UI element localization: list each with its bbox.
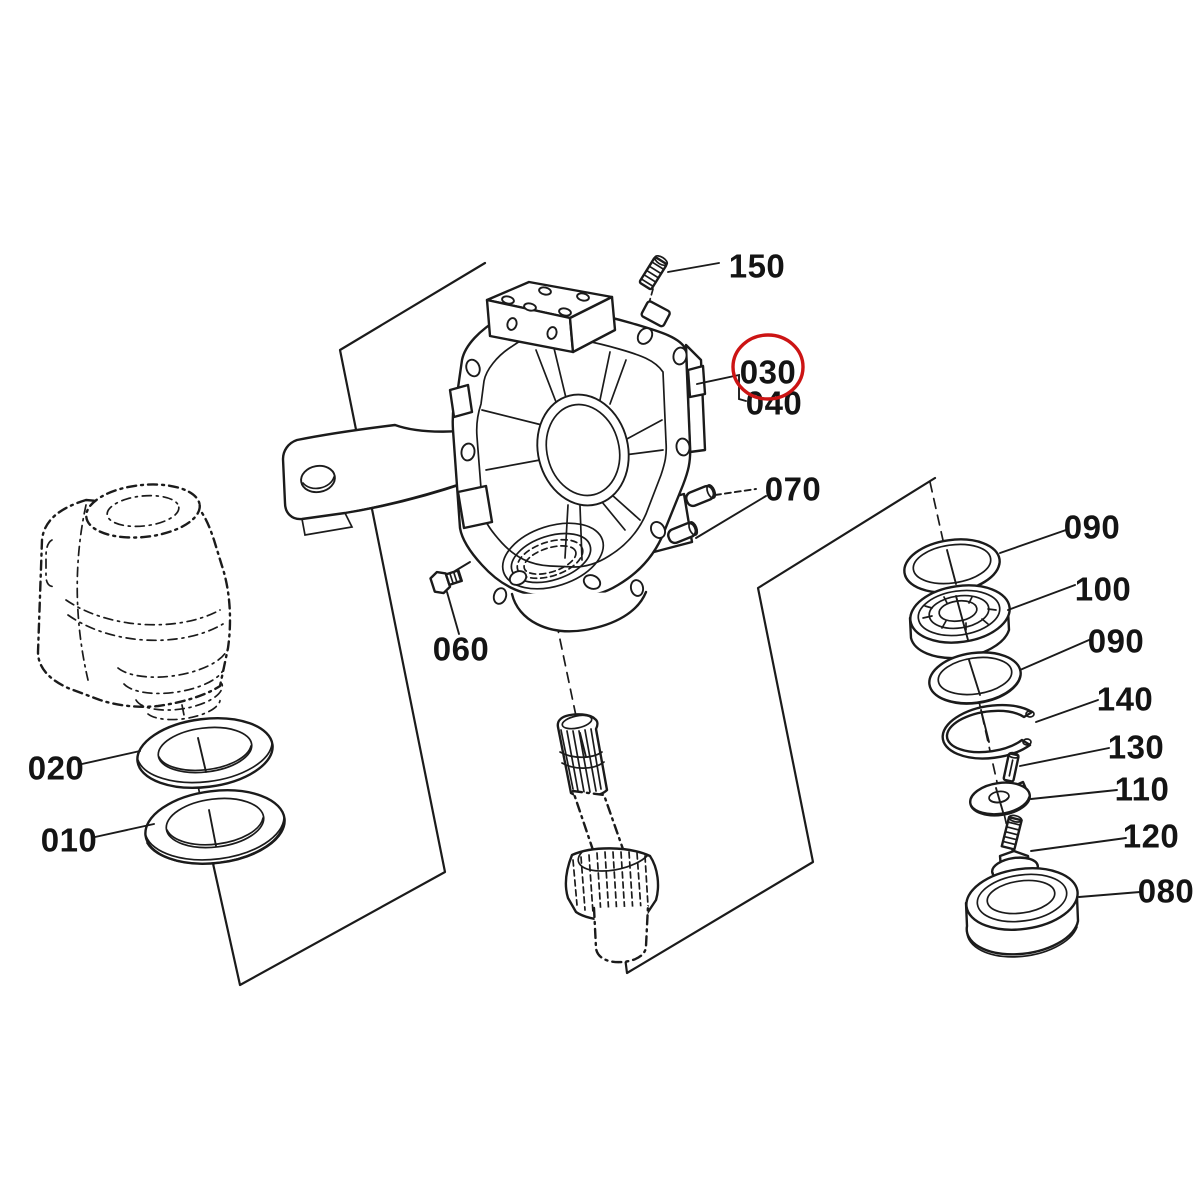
leader-060-down xyxy=(446,591,460,635)
leader-090b xyxy=(1019,639,1090,671)
part-label-150: 150 xyxy=(729,248,786,285)
part-bolt-060 xyxy=(429,569,463,595)
part-label-110: 110 xyxy=(1115,771,1170,808)
leader-090a xyxy=(999,529,1067,554)
leader-110 xyxy=(1030,789,1118,800)
part-label-130: 130 xyxy=(1108,729,1165,766)
leader-140 xyxy=(1035,699,1099,723)
housing-webs xyxy=(481,343,664,561)
part-label-060: 060 xyxy=(433,631,490,668)
leader-150 xyxy=(667,262,720,273)
background-panel-right xyxy=(617,476,937,975)
part-label-020: 020 xyxy=(28,750,85,787)
part-label-080: 080 xyxy=(1138,873,1195,910)
part-pin-130 xyxy=(1002,751,1020,783)
part-label-100: 100 xyxy=(1075,571,1132,608)
part-label-140: 140 xyxy=(1097,681,1154,718)
part-left-knuckle-housing xyxy=(36,483,232,721)
leader-130 xyxy=(1019,747,1110,767)
leader-020 xyxy=(81,750,141,765)
part-label-090-lower: 090 xyxy=(1088,623,1145,660)
part-centerline-ticks xyxy=(197,549,1004,847)
leader-080 xyxy=(1078,891,1141,898)
part-labels: 150 030 040 070 060 020 010 090 100 090 … xyxy=(28,248,1195,910)
leader-070-upper xyxy=(714,488,757,496)
part-label-010: 010 xyxy=(41,822,98,859)
housing-side-boss-030 xyxy=(686,364,707,399)
housing-top-block xyxy=(485,280,617,354)
part-label-030: 030 xyxy=(740,354,797,391)
part-seal-010 xyxy=(144,789,286,865)
part-pins-070 xyxy=(667,484,717,545)
gear-teeth xyxy=(572,851,649,917)
part-label-070: 070 xyxy=(765,471,822,508)
part-seal-020 xyxy=(136,717,274,789)
highlight-circle-030 xyxy=(731,333,805,401)
spline-teeth xyxy=(560,728,602,793)
leader-010 xyxy=(94,823,155,838)
part-seal-080 xyxy=(964,867,1080,958)
part-plug-150 xyxy=(638,254,669,291)
part-knuckle-case-housing xyxy=(448,280,707,633)
leader-120 xyxy=(1030,837,1127,852)
leader-100 xyxy=(1007,584,1076,611)
leader-060-up xyxy=(454,561,471,572)
part-label-090-upper: 090 xyxy=(1064,509,1121,546)
bearing-balls xyxy=(922,596,997,631)
part-bearing-100 xyxy=(908,584,1011,660)
leader-070-lower xyxy=(695,495,767,539)
part-bevel-pinion-shaft xyxy=(556,713,660,964)
part-snap-ring-140 xyxy=(941,703,1035,760)
background-panel-left xyxy=(208,261,487,987)
part-label-120: 120 xyxy=(1123,818,1180,855)
